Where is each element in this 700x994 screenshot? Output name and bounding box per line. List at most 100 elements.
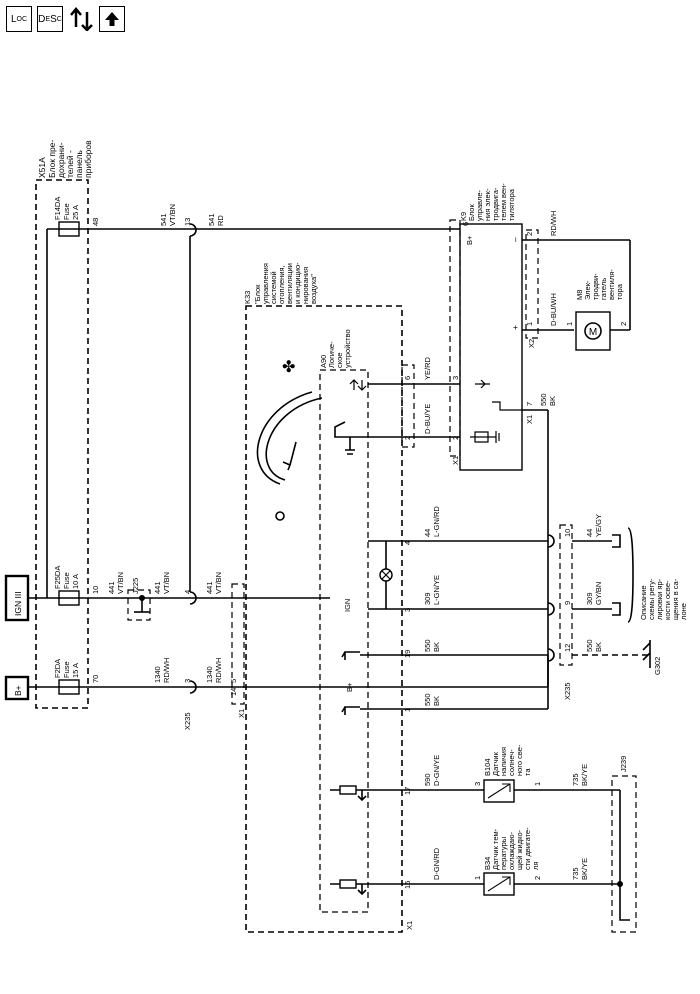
- m8-desc-1: тродви-: [591, 273, 600, 300]
- w590-num: 590: [423, 773, 432, 786]
- x235-pin-9: 9: [563, 601, 572, 605]
- w44-color: L-GN/RD: [432, 506, 441, 537]
- f2da-pin: 70: [91, 675, 100, 683]
- module-k33: K33 "Блок управления системой отопления,…: [243, 262, 403, 933]
- k33-pin-17: 17: [403, 787, 412, 795]
- w541a-color: VT/BN: [168, 204, 177, 226]
- w441b-num: 441: [153, 581, 162, 594]
- k33-desc-5: и кондицио-: [293, 262, 302, 304]
- b34-desc-1: пературы: [499, 837, 508, 870]
- x235-pin-10: 10: [563, 529, 572, 537]
- w1340a-num: 1340: [153, 666, 162, 683]
- fuse-f2da: F2DA Fuse 15 A 70: [53, 659, 100, 695]
- fuse-f14da: F14DA Fuse 25 A 48: [53, 197, 100, 237]
- k33-ign-label: IGN: [343, 599, 352, 612]
- m8-symbol: M: [589, 327, 597, 338]
- fuse-f25da: F25DA Fuse 10 A 10: [53, 566, 100, 606]
- k9-bplus: B+: [465, 235, 474, 245]
- k33-pin-1: 1: [403, 708, 412, 712]
- w441b-color: VT/BN: [162, 572, 171, 594]
- up-button[interactable]: [99, 6, 125, 32]
- x1a-label: X1: [237, 709, 246, 718]
- connector-view-button[interactable]: [68, 6, 94, 32]
- x51a-desc-1: дохрани-: [56, 142, 66, 178]
- k9-desc-2: ния элек-: [483, 188, 492, 221]
- fan-icon: ✤: [282, 359, 295, 376]
- f2da-amp: 15 A: [71, 663, 80, 678]
- w44b-num: 44: [585, 529, 594, 537]
- b104-desc-2: солнеч-: [507, 749, 516, 776]
- pin-14: 14: [229, 688, 238, 696]
- w735a-num: 735: [571, 773, 580, 786]
- sensor-b104: B104 Датчик наличия солнеч- ного све- та…: [473, 744, 542, 803]
- x51a-desc-3: панель: [74, 150, 84, 178]
- w441c-color: VT/BN: [214, 572, 223, 594]
- k33-pin-4: 4: [403, 541, 412, 545]
- w441a-color: VT/BN: [116, 572, 125, 594]
- m8-name: M8: [575, 290, 584, 300]
- bplus-label: B+: [13, 685, 23, 696]
- w541b-color: RD: [216, 215, 225, 226]
- ref-desc-2: лировки яр-: [655, 578, 664, 620]
- k33-desc-0: "Блок: [253, 284, 262, 304]
- x235a-label: X235: [183, 712, 192, 730]
- k9-name: K9: [459, 212, 468, 221]
- f25da-rating: Fuse: [62, 572, 71, 589]
- f14da-rating: Fuse: [62, 203, 71, 220]
- w550b-num: 550: [423, 639, 432, 652]
- k9-pin-3: 3: [451, 376, 460, 380]
- w541b-num: 541: [207, 213, 216, 226]
- b104-desc-4: та: [523, 768, 532, 776]
- f2da-name: F2DA: [53, 659, 62, 678]
- ref-desc-5: лоне: [679, 603, 688, 620]
- x2-label: X2: [527, 339, 536, 348]
- yerd-label: YE/RD: [423, 356, 432, 380]
- b34-desc-0: Датчик тем-: [491, 828, 500, 870]
- f25da-pin: 10: [91, 586, 100, 594]
- f25da-amp: 10 A: [71, 574, 80, 589]
- fuse-block-x51a: X51A Блок пре- дохрани- телей - панель п…: [35, 140, 93, 709]
- w550a-num: 550: [539, 393, 548, 406]
- k9-desc-4: телем вен-: [499, 183, 508, 221]
- pin-4: 4: [183, 590, 192, 594]
- w309-color: L-GN/YE: [432, 575, 441, 605]
- b104-name: B104: [483, 758, 492, 776]
- loc-sub: OC: [16, 15, 28, 23]
- f14da-pin: 48: [91, 218, 100, 226]
- k9-pin-1: 1: [525, 322, 534, 326]
- w1340a-color: RD/WH: [162, 658, 171, 683]
- b34-desc-3: щей жидко-: [515, 829, 524, 870]
- k33-desc-4: вентиляции: [285, 263, 294, 304]
- k9-desc-3: тродвига-: [491, 187, 500, 221]
- ref-desc-3: кости осве-: [663, 580, 672, 620]
- arrow-up-icon: [105, 12, 119, 26]
- desc-sub3: C: [56, 15, 62, 23]
- a90-desc-0: Логиче-: [327, 341, 336, 368]
- sensor-b34: B34 Датчик тем- пературы охлаждаю- щей ж…: [473, 827, 542, 896]
- dgnrd-label: D-GN/RD: [432, 847, 441, 880]
- x1d-label: X1: [525, 415, 534, 424]
- b34-pin-2: 2: [533, 876, 542, 880]
- k33-desc-3: отопления,: [277, 265, 286, 304]
- w309b-num: 309: [585, 592, 594, 605]
- power-ign: IGN III: [4, 574, 30, 622]
- f14da-name: F14DA: [53, 197, 62, 220]
- w550d-color: BK: [594, 642, 603, 652]
- m8-desc-2: гатель: [599, 278, 608, 300]
- ref-desc-0: Описание: [639, 585, 648, 620]
- dbuwh-label: D-BU/WH: [549, 293, 558, 326]
- x51a-desc-0: Блок пре-: [47, 140, 57, 178]
- motor-m8: M M8 Элек- тродви- гатель вентиля- тора …: [565, 269, 628, 351]
- w309b-color: GY/BN: [594, 582, 603, 605]
- w735b-color: BK/YE: [580, 858, 589, 880]
- g302-label: G302: [653, 657, 662, 675]
- x1b-label: X1: [451, 456, 460, 465]
- w541a-num: 541: [159, 213, 168, 226]
- x1c-label: X1: [405, 921, 414, 930]
- k33-pin-15: 15: [403, 881, 412, 889]
- b104-pin-1: 1: [533, 782, 542, 786]
- k33-pin-19: 19: [403, 650, 412, 658]
